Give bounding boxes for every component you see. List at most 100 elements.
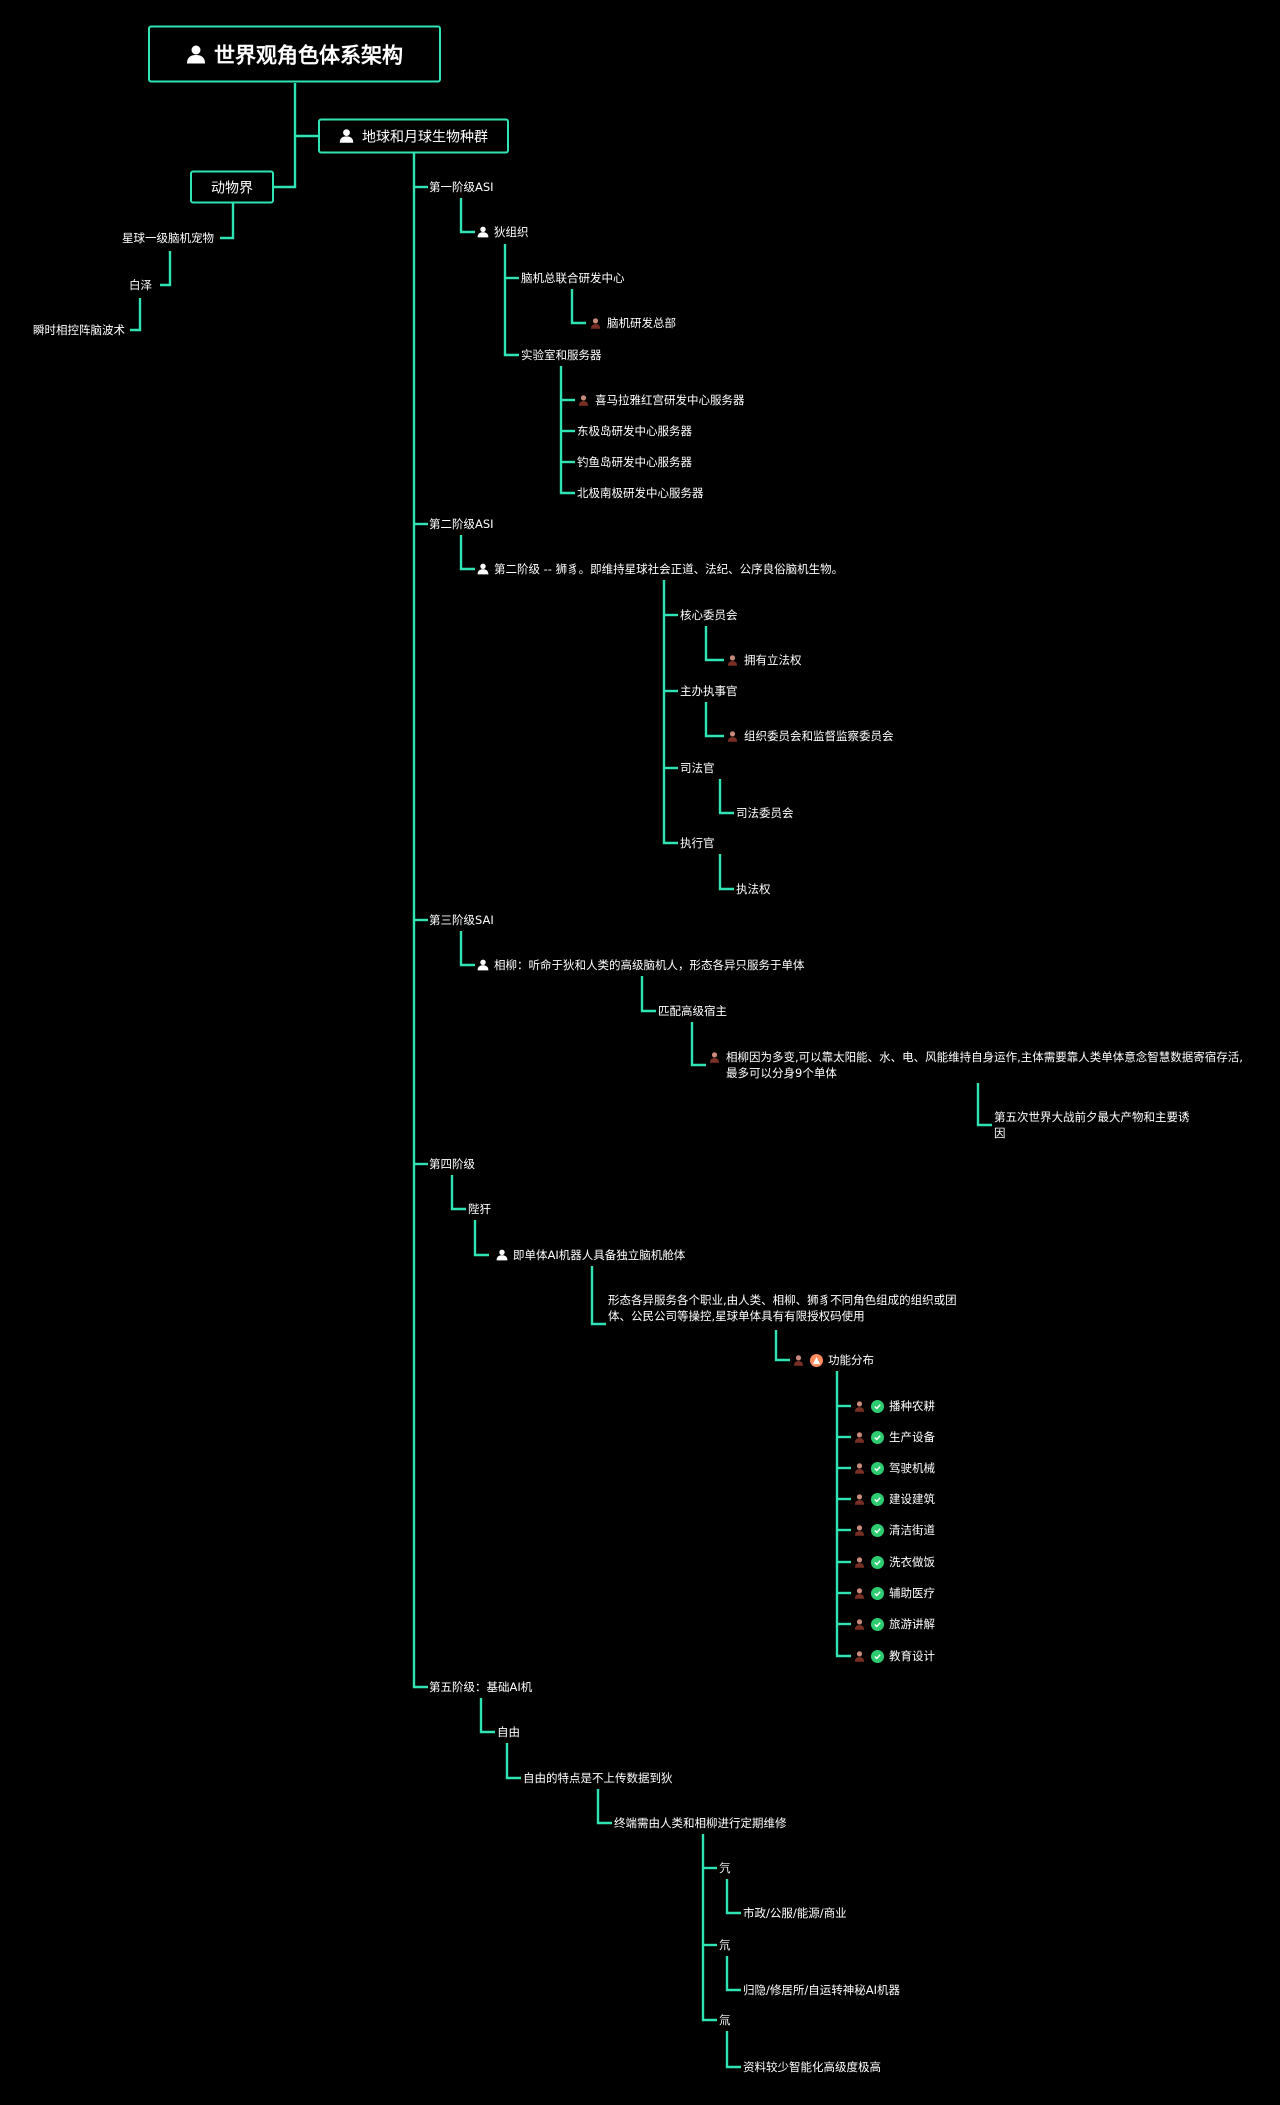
node-label: 核心委员会 [680, 608, 738, 622]
user-icon [853, 1556, 866, 1569]
node-label: 驾驶机械 [889, 1461, 935, 1475]
node-label: 第五次世界大战前夕最大产物和主要诱因 [994, 1110, 1190, 1140]
node-s1a2[interactable]: 实验室和服务器 [521, 347, 602, 363]
user-icon [589, 317, 602, 330]
node-s4a1[interactable]: 即单体AI机器人具备独立脑机舱体 [496, 1247, 685, 1263]
node-s3[interactable]: 第三阶级SAI [429, 912, 494, 928]
node-function-4[interactable]: 建设建筑 [853, 1491, 935, 1507]
node-label: 第四阶级 [429, 1157, 475, 1171]
node-s5a1a[interactable]: 终端需由人类和相柳进行定期维修 [614, 1815, 787, 1831]
node-label: 司法委员会 [736, 806, 794, 820]
node-a1[interactable]: 星球一级脑机宠物 [122, 230, 214, 246]
node-s3a1[interactable]: 匹配高级宿主 [658, 1003, 727, 1019]
node-label: 第一阶级ASI [429, 180, 494, 194]
person-icon [477, 959, 489, 971]
user-icon [577, 394, 590, 407]
node-function-6[interactable]: 洗衣做饭 [853, 1554, 935, 1570]
node-s5a[interactable]: 自由 [497, 1724, 520, 1740]
person-icon [496, 1249, 508, 1261]
node-label: 脑机总联合研发中心 [521, 271, 625, 285]
node-function-5[interactable]: 清洁街道 [853, 1522, 935, 1538]
root-node[interactable]: 世界观角色体系架构 [148, 25, 441, 83]
node-label: 相柳因为多变,可以靠太阳能、水、电、风能维持自身运作,主体需要靠人类单体意念智慧… [726, 1050, 1243, 1080]
person-icon [339, 129, 354, 144]
node-s5b3[interactable]: 氚 [719, 2012, 731, 2028]
person-icon [186, 44, 206, 64]
node-label: 东极岛研发中心服务器 [577, 424, 692, 438]
node-s2[interactable]: 第二阶级ASI [429, 516, 494, 532]
node-s1a2a[interactable]: 喜马拉雅红宫研发中心服务器 [577, 392, 745, 408]
node-s1a1a[interactable]: 脑机研发总部 [589, 315, 676, 331]
node-function-2[interactable]: 生产设备 [853, 1429, 935, 1445]
node-s2a3a[interactable]: 司法委员会 [736, 805, 794, 821]
node-animal-kingdom[interactable]: 动物界 [190, 170, 274, 204]
warning-icon [810, 1353, 823, 1367]
node-s4[interactable]: 第四阶级 [429, 1156, 475, 1172]
node-s2a4[interactable]: 执行官 [680, 835, 715, 851]
node-s5b2a[interactable]: 归隐/修居所/自运转神秘AI机器 [743, 1982, 900, 1998]
node-label: 地球和月球生物种群 [362, 129, 488, 145]
node-label: 白泽 [129, 278, 152, 292]
user-icon [853, 1524, 866, 1537]
node-s5b1[interactable]: 氕 [719, 1860, 731, 1876]
check-icon [871, 1461, 884, 1475]
node-s4a1a1[interactable]: 功能分布 [792, 1352, 874, 1368]
user-icon [792, 1354, 805, 1367]
node-function-1[interactable]: 播种农耕 [853, 1398, 935, 1414]
node-function-7[interactable]: 辅助医疗 [853, 1585, 935, 1601]
node-label: 陛犴 [468, 1202, 491, 1216]
node-s3a1a1[interactable]: 第五次世界大战前夕最大产物和主要诱因 [994, 1109, 1194, 1141]
node-label: 市政/公服/能源/商业 [743, 1906, 847, 1920]
node-s2a3[interactable]: 司法官 [680, 760, 715, 776]
node-label: 生产设备 [889, 1430, 935, 1444]
check-icon [871, 1523, 884, 1537]
node-s2a1[interactable]: 核心委员会 [680, 607, 738, 623]
node-label: 资料较少智能化高级度极高 [743, 2060, 881, 2074]
node-s1a1[interactable]: 脑机总联合研发中心 [521, 270, 625, 286]
node-s2a1a[interactable]: 拥有立法权 [726, 652, 802, 668]
node-s3a[interactable]: 相柳：听命于狄和人类的高级脑机人，形态各异只服务于单体 [477, 957, 805, 973]
check-icon [871, 1649, 884, 1663]
node-s4a[interactable]: 陛犴 [468, 1201, 491, 1217]
node-label: 喜马拉雅红宫研发中心服务器 [595, 393, 745, 407]
node-earth-species[interactable]: 地球和月球生物种群 [318, 118, 509, 154]
node-s2a2[interactable]: 主办执事官 [680, 683, 738, 699]
node-label: 第三阶级SAI [429, 913, 494, 927]
node-label: 组织委员会和监督监察委员会 [744, 729, 894, 743]
check-icon [871, 1492, 884, 1506]
node-label: 执法权 [736, 882, 771, 896]
node-label: 北极南极研发中心服务器 [577, 486, 704, 500]
node-label: 氕 [719, 1861, 731, 1875]
node-s1a2c[interactable]: 钓鱼岛研发中心服务器 [577, 454, 692, 470]
node-s1a[interactable]: 狄组织 [477, 224, 529, 240]
node-s2a4a[interactable]: 执法权 [736, 881, 771, 897]
node-s3a1a[interactable]: 相柳因为多变,可以靠太阳能、水、电、风能维持自身运作,主体需要靠人类单体意念智慧… [708, 1049, 1248, 1081]
node-s2a2a[interactable]: 组织委员会和监督监察委员会 [726, 728, 894, 744]
user-icon [708, 1051, 721, 1064]
node-a2[interactable]: 白泽 [129, 277, 152, 293]
user-icon [853, 1400, 866, 1413]
node-label: 终端需由人类和相柳进行定期维修 [614, 1816, 787, 1830]
node-s5b2[interactable]: 氘 [719, 1937, 731, 1953]
node-label: 清洁街道 [889, 1523, 935, 1537]
user-icon [853, 1618, 866, 1631]
node-function-9[interactable]: 教育设计 [853, 1648, 935, 1664]
node-function-8[interactable]: 旅游讲解 [853, 1616, 935, 1632]
node-s1a2b[interactable]: 东极岛研发中心服务器 [577, 423, 692, 439]
node-label: 氚 [719, 2013, 731, 2027]
node-a3[interactable]: 瞬时相控阵脑波术 [33, 322, 125, 338]
root-title: 世界观角色体系架构 [214, 43, 403, 67]
node-s5b1a[interactable]: 市政/公服/能源/商业 [743, 1905, 847, 1921]
node-s2a[interactable]: 第二阶级 -- 狮豸。即维持星球社会正道、法纪、公序良俗脑机生物。 [477, 561, 843, 577]
node-s5b3a[interactable]: 资料较少智能化高级度极高 [743, 2059, 881, 2075]
node-s1a2d[interactable]: 北极南极研发中心服务器 [577, 485, 704, 501]
node-s5a1[interactable]: 自由的特点是不上传数据到狄 [523, 1770, 673, 1786]
node-s1[interactable]: 第一阶级ASI [429, 179, 494, 195]
node-label: 形态各异服务各个职业,由人类、相柳、狮豸不同角色组成的组织或团体、公民公司等操控… [608, 1293, 957, 1323]
node-label: 司法官 [680, 761, 715, 775]
node-s5[interactable]: 第五阶级：基础AI机 [429, 1679, 532, 1695]
node-s4a1a[interactable]: 形态各异服务各个职业,由人类、相柳、狮豸不同角色组成的组织或团体、公民公司等操控… [608, 1292, 958, 1324]
node-label: 氘 [719, 1938, 731, 1952]
node-function-3[interactable]: 驾驶机械 [853, 1460, 935, 1476]
